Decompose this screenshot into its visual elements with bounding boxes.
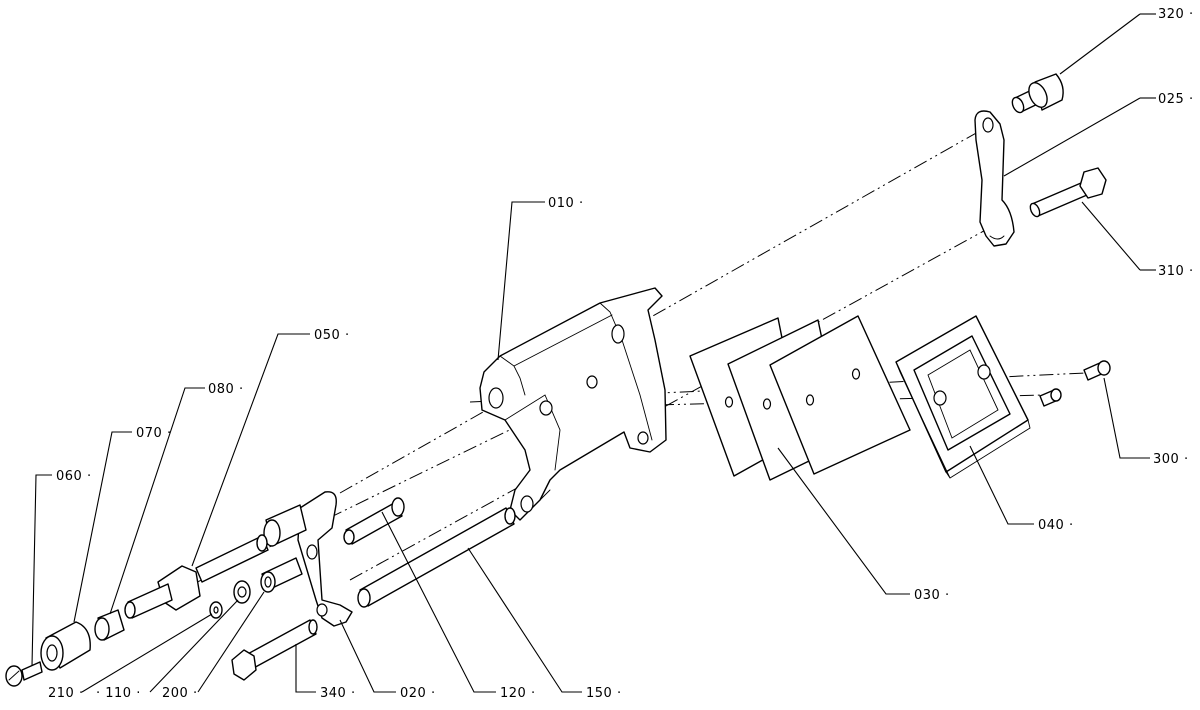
callout-300: 300 ·: [1153, 452, 1189, 467]
callout-110: · 110 ·: [96, 686, 141, 701]
callout-030: 030 ·: [914, 588, 950, 603]
callout-210: 210 ·: [48, 686, 84, 701]
part-150-shaft: [357, 507, 516, 608]
callout-025: 025 ·: [1158, 92, 1194, 107]
callout-050: 050 ·: [314, 328, 350, 343]
leader-200: [197, 591, 265, 693]
leader-030: [777, 447, 910, 595]
callout-070: 070 ·: [136, 426, 172, 441]
callout-060: 060 ·: [56, 469, 92, 484]
leader-120: [381, 511, 496, 693]
centerline-shaft: [139, 419, 531, 611]
callout-150: 150 ·: [586, 686, 622, 701]
part-310-bolt: [1029, 167, 1107, 218]
leader-020: [339, 619, 396, 693]
leader-010: [497, 201, 545, 361]
callout-340: 340 ·: [320, 686, 356, 701]
part-040-frame: [895, 315, 1031, 479]
callout-labels: 320 · 025 · 310 · 010 · 050 · 080 · 070 …: [48, 7, 1194, 701]
leader-340: [295, 644, 316, 693]
callout-080: 080 ·: [208, 382, 244, 397]
leader-310: [1081, 201, 1141, 271]
part-020-lever: [263, 491, 353, 627]
leader-070: [73, 431, 132, 623]
part-slotted-screw: [5, 661, 43, 687]
leader-320: [1059, 13, 1141, 75]
leader-060: [31, 474, 52, 667]
leader-150: [467, 547, 582, 693]
part-300-screws: [1039, 360, 1111, 407]
part-025-lever: [974, 110, 1015, 247]
callout-120: 120 ·: [500, 686, 536, 701]
part-010-housing: [479, 287, 667, 521]
part-320-screw: [1011, 73, 1064, 114]
callout-040: 040 ·: [1038, 518, 1074, 533]
plate-3: [769, 315, 911, 475]
part-120-pin: [343, 497, 405, 545]
leader-lines: [31, 13, 1156, 693]
callout-020: 020 ·: [400, 686, 436, 701]
part-060-bushing: [40, 621, 91, 671]
callout-320: 320 ·: [1158, 7, 1194, 22]
callout-200: 200 ·: [162, 686, 198, 701]
centerline-lower: [349, 221, 1001, 581]
centerline-upper: [339, 127, 986, 494]
leader-080: [109, 387, 205, 615]
callout-310: 310 ·: [1158, 264, 1194, 279]
part-050-nut-rod: [124, 534, 269, 619]
leader-300: [1103, 377, 1150, 459]
part-070-collar: [94, 609, 125, 641]
leader-110: [149, 599, 239, 693]
part-340-bolt: [231, 619, 318, 681]
leader-210: [81, 613, 213, 693]
callout-010: 010 ·: [548, 196, 584, 211]
part-030-plates: [689, 315, 911, 481]
leader-025: [1003, 97, 1141, 177]
leader-040: [969, 445, 1034, 525]
leader-050: [191, 333, 310, 567]
part-washers: [209, 557, 303, 619]
